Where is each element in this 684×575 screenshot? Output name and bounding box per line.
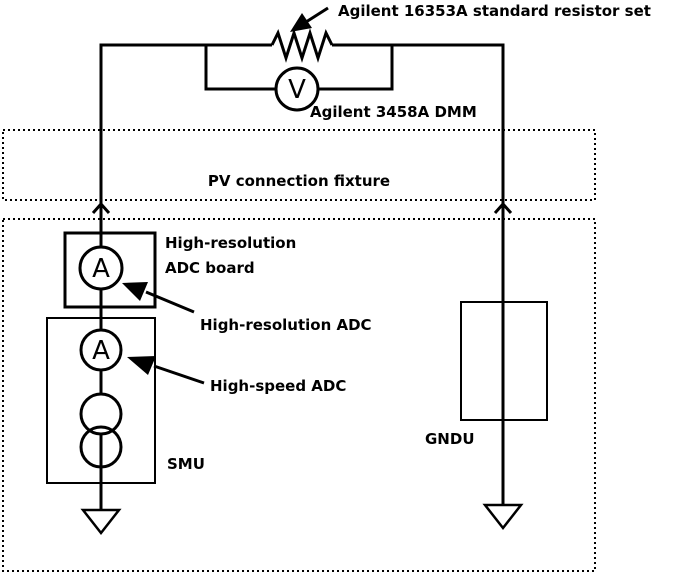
hr-ammeter-symbol: A — [92, 254, 110, 284]
hr-ammeter-icon — [78, 245, 124, 291]
voltmeter-symbol: V — [288, 75, 306, 105]
adc-board-label-line1: High-resolution — [165, 234, 296, 252]
current-source-bottom-circle — [79, 425, 123, 469]
fixture-label: PV connection fixture — [208, 172, 390, 190]
current-source-top-circle — [79, 392, 123, 436]
smu-ground-icon — [80, 508, 122, 536]
top-wire — [99, 43, 272, 205]
instrument-dotted-box — [2, 218, 596, 572]
dmm-wire — [204, 45, 276, 91]
resistor-symbol — [270, 28, 334, 63]
hs-ammeter-symbol: A — [92, 336, 110, 366]
pv-fixture-dotted-box — [2, 129, 596, 201]
smu-label: SMU — [167, 455, 205, 473]
resistor-set-label: Agilent 16353A standard resistor set — [338, 2, 651, 20]
hs-adc-arrow-head — [127, 356, 156, 375]
hs-ammeter-icon — [79, 328, 123, 372]
gndu-label: GNDU — [425, 430, 475, 448]
dmm-wire-right — [318, 45, 394, 91]
resistor-arrow-line — [305, 6, 329, 24]
top-wire-right — [332, 43, 505, 205]
voltmeter-icon — [274, 66, 320, 112]
hr-adc-arrow-line — [145, 290, 195, 314]
gndu-ground-icon — [482, 503, 524, 531]
adc-board-box — [63, 231, 157, 309]
hs-adc-label: High-speed ADC — [210, 377, 346, 395]
dmm-label: Agilent 3458A DMM — [310, 103, 477, 121]
adc-board-label-line2: ADC board — [165, 259, 255, 277]
hs-adc-arrow-line — [153, 364, 205, 385]
hr-adc-arrow-head — [122, 282, 148, 301]
hr-adc-label: High-resolution ADC — [200, 316, 372, 334]
resistor-arrow-head — [290, 13, 312, 32]
